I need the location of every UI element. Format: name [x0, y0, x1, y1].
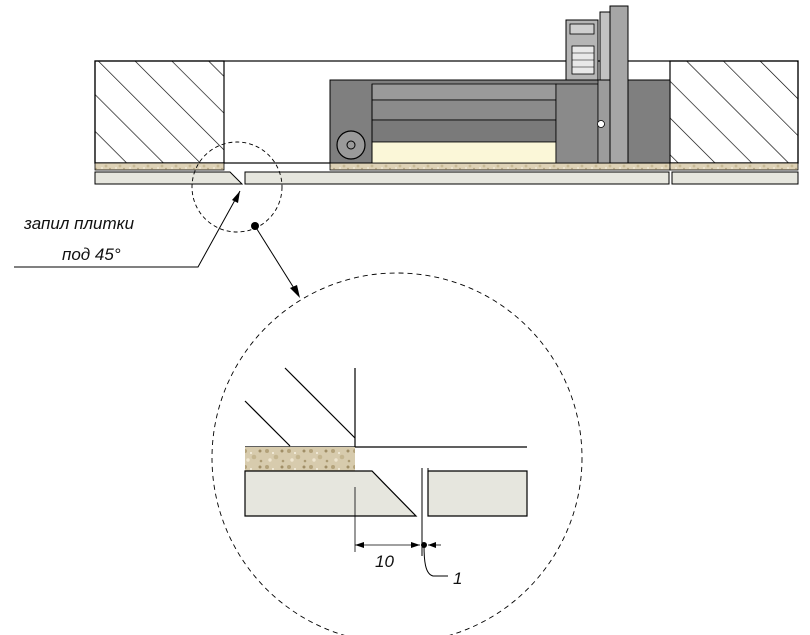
small-hole: [597, 120, 605, 128]
left-tile: [94, 171, 244, 185]
floor-section: [94, 5, 799, 185]
detail-adhesive: [245, 447, 355, 471]
pivot-circle: [336, 130, 366, 160]
left-adhesive-layer: [94, 162, 225, 171]
dimension-10-label: 10: [375, 552, 394, 571]
detail-right-tile: [427, 470, 528, 517]
dimension-10: 10: [354, 487, 420, 571]
callout-text-line2: под 45°: [62, 245, 121, 264]
right-wall-hatched: [669, 60, 799, 164]
cream-block: [371, 141, 557, 164]
lever-arm: [565, 5, 629, 164]
detail-marker-circle: [191, 141, 283, 233]
detail-view-content: [244, 367, 528, 556]
middle-adhesive-layer: [329, 162, 671, 171]
left-wall-hatched: [94, 60, 225, 164]
detail-view-circle: [211, 272, 583, 635]
detail-left-tile: [244, 470, 418, 517]
right-tile: [671, 171, 799, 185]
right-adhesive-layer: [669, 162, 799, 171]
middle-tile: [244, 171, 670, 185]
gap-dimension: 1: [421, 542, 462, 588]
callout-text-line1: запил плитки: [23, 214, 135, 233]
callout-leader: [14, 190, 241, 268]
detail-arrow: [251, 222, 300, 298]
gap-label: 1: [453, 569, 462, 588]
